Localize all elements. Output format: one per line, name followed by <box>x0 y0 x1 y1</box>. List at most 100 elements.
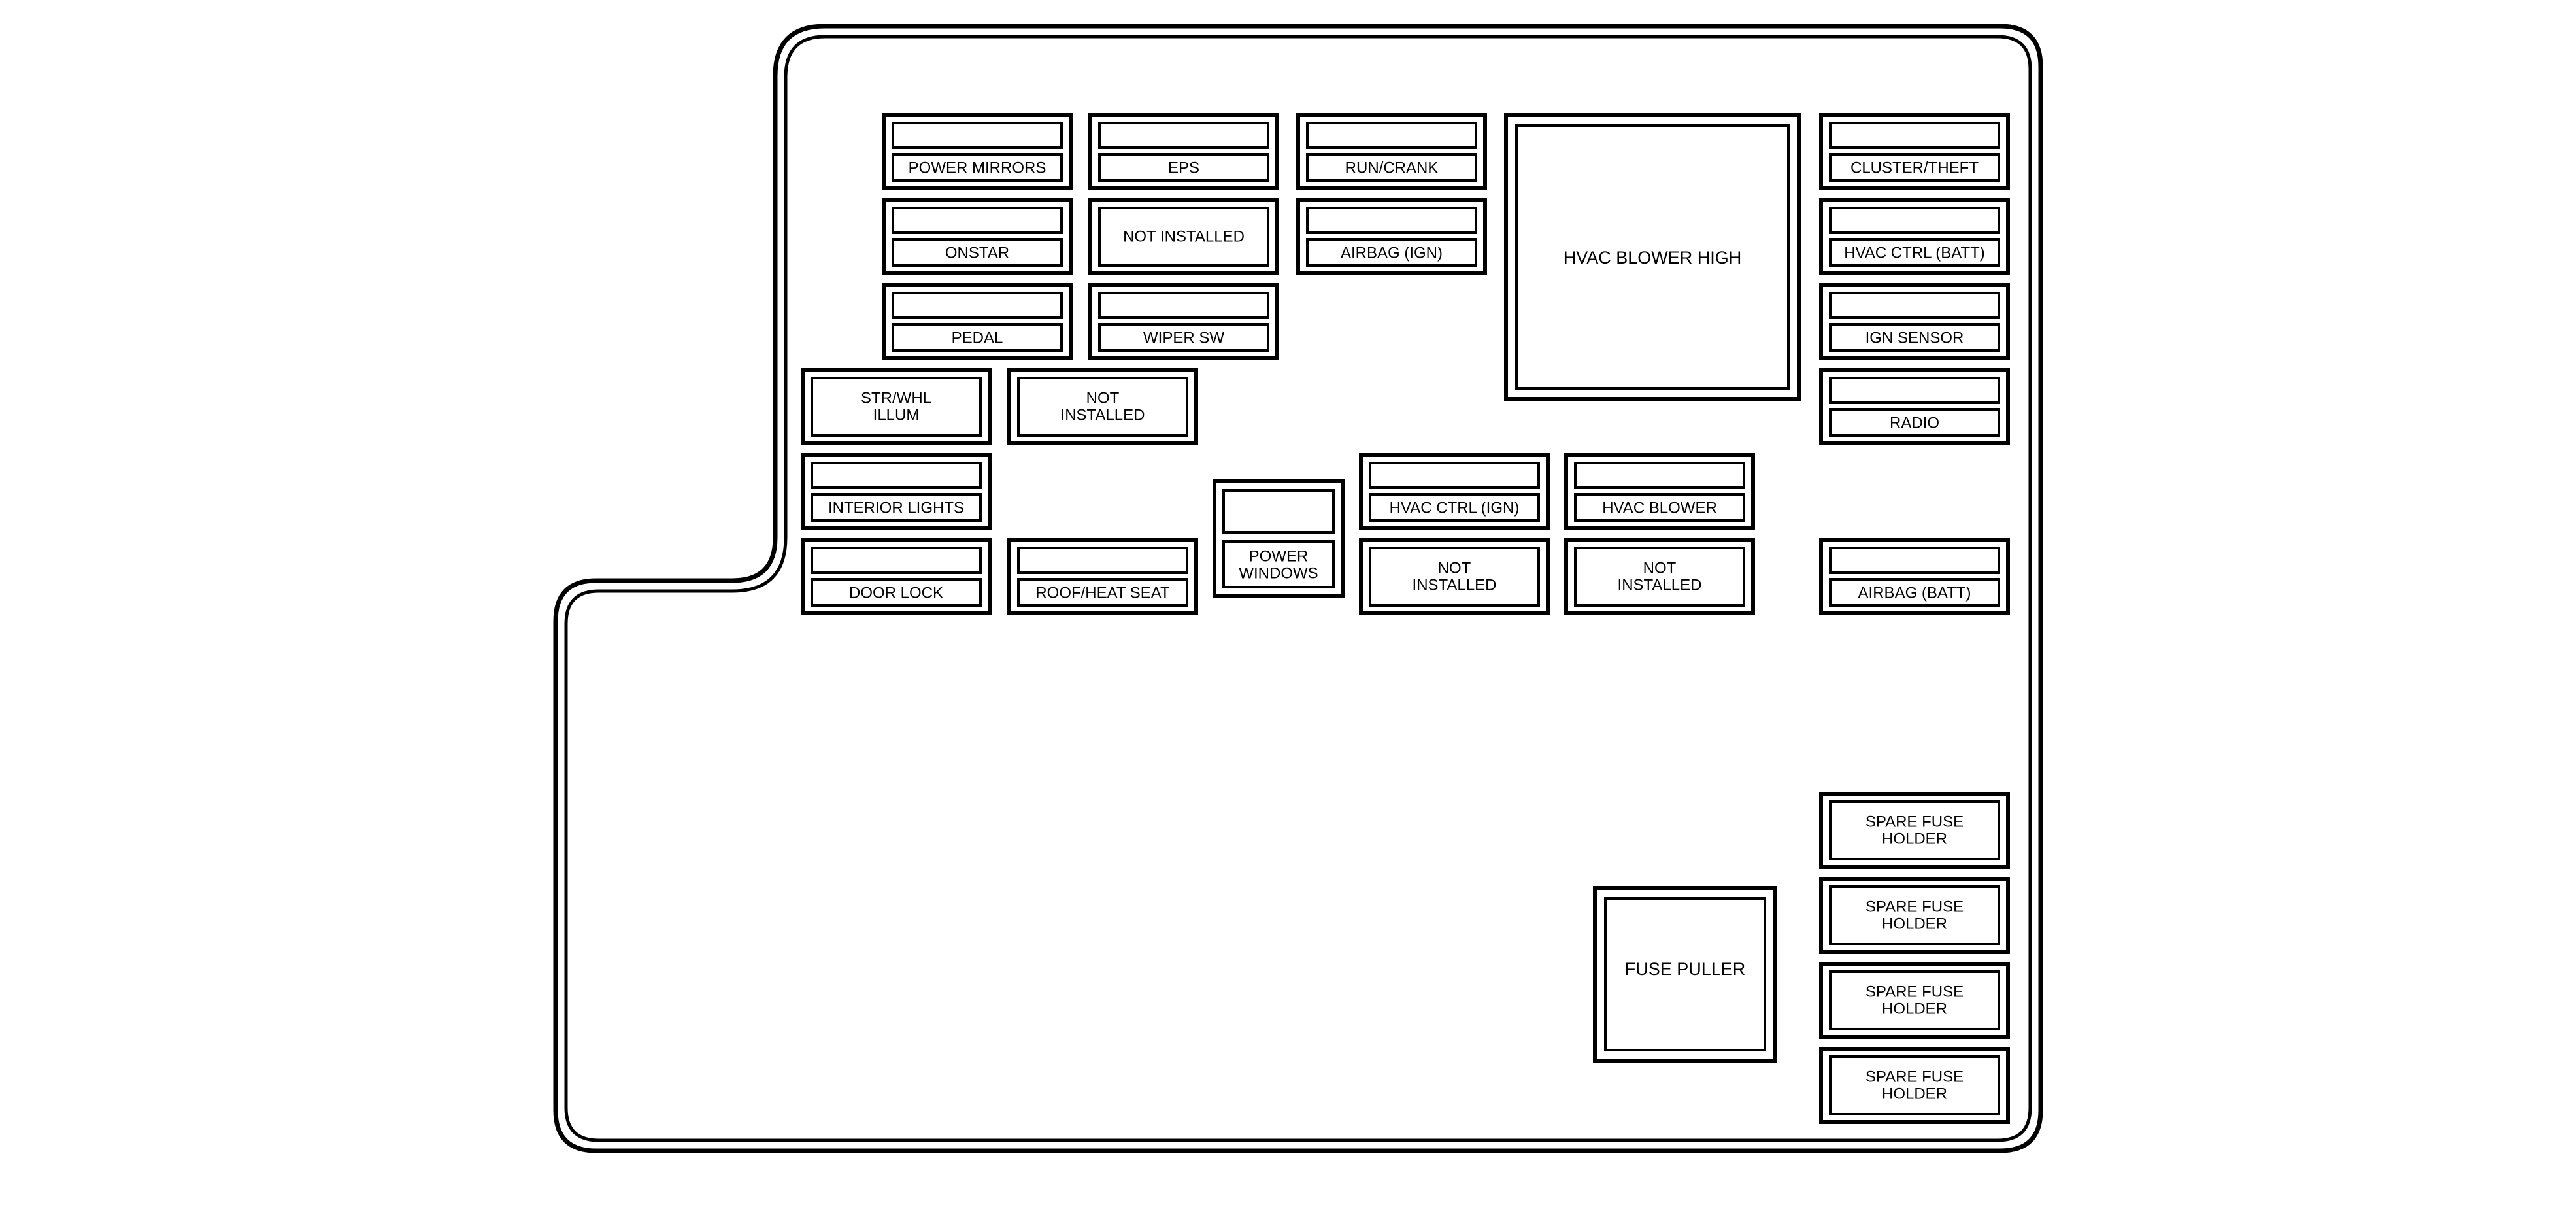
fuse-hvac-blower: HVAC BLOWER <box>1564 453 1755 530</box>
fuse-label: INTERIOR LIGHTS <box>828 500 964 517</box>
fuse-label-line-1: SPARE FUSE <box>1865 1068 1964 1086</box>
fuse-outer-frame <box>1359 453 1550 530</box>
fuse-label: POWER MIRRORS <box>909 160 1046 177</box>
fuse-eps: EPS <box>1088 113 1279 190</box>
fuse-label-slot <box>811 493 982 522</box>
fuse-label-slot <box>1829 578 2000 607</box>
fuse-power-mirrors: POWER MIRRORS <box>882 113 1073 190</box>
fuse-label-line-2: INSTALLED <box>1618 577 1702 594</box>
fuse-label: AIRBAG (IGN) <box>1341 245 1443 262</box>
fuse-label-slot <box>1017 578 1188 607</box>
fuse-label-slot <box>892 153 1063 182</box>
fuse-label-slot <box>1574 493 1745 522</box>
fuse-label: AIRBAG (BATT) <box>1858 585 1971 602</box>
fuse-puller-label: FUSE PULLER <box>1625 959 1746 979</box>
fuse-outer-frame <box>882 283 1073 360</box>
fuse-empty-slot <box>1829 547 2000 574</box>
fuse-label-slot <box>1098 153 1269 182</box>
fuse-label-slot <box>892 323 1063 352</box>
fuse-empty-slot <box>811 547 982 574</box>
fuse-inner-frame <box>1098 207 1269 267</box>
fuse-outer-frame <box>1819 962 2010 1039</box>
fuse-label: ONSTAR <box>945 245 1009 262</box>
fuse-outer-frame <box>1819 538 2010 615</box>
fuse-outer-frame <box>1359 538 1550 615</box>
fuse-airbag-ign: AIRBAG (IGN) <box>1296 198 1487 275</box>
fuse-outer-frame <box>801 368 992 445</box>
fuse-inner-frame <box>811 377 982 437</box>
fuse-interior-lights: INTERIOR LIGHTS <box>801 453 992 530</box>
fuse-outer-frame <box>1088 198 1279 275</box>
fuse-label: RADIO <box>1890 415 1939 432</box>
fuse-label-line-2: INSTALLED <box>1061 407 1145 424</box>
fuse-cluster-theft: CLUSTER/THEFT <box>1819 113 2010 190</box>
fuse-label-line-1: NOT <box>1643 560 1677 577</box>
fuse-label-line-2: ILLUM <box>873 407 920 424</box>
fuse-label-slot <box>1306 238 1477 267</box>
fuse-outer-frame <box>1819 877 2010 954</box>
fuse-empty-slot <box>1829 377 2000 404</box>
fuse-block-outline-inner <box>564 35 2032 1142</box>
fuse-empty-slot <box>1306 207 1477 234</box>
fuse-hvac-ctrl-batt: HVAC CTRL (BATT) <box>1819 198 2010 275</box>
fuse-run-crank: RUN/CRANK <box>1296 113 1487 190</box>
fuse-label: WIPER SW <box>1143 330 1224 347</box>
fuse-outer-frame <box>1088 113 1279 190</box>
fuse-label: IGN SENSOR <box>1865 330 1964 347</box>
fuse-label: HVAC BLOWER <box>1602 500 1717 517</box>
fuse-label: RUN/CRANK <box>1345 160 1439 177</box>
fuse-door-lock: DOOR LOCK <box>801 538 992 615</box>
fuse-outer-frame <box>1819 113 2010 190</box>
fuse-airbag-batt: AIRBAG (BATT) <box>1819 538 2010 615</box>
fuse-empty-slot <box>1829 207 2000 234</box>
fuse-outer-frame <box>1564 453 1755 530</box>
fuse-empty-slot <box>1017 547 1188 574</box>
fuse-label: HVAC CTRL (IGN) <box>1390 500 1520 517</box>
fuse-outer-frame <box>882 113 1073 190</box>
fuse-empty-slot <box>1574 462 1745 489</box>
fuse-label-slot <box>1829 323 2000 352</box>
fuse-label: NOT INSTALLED <box>1123 228 1245 246</box>
fuse-label: EPS <box>1168 160 1199 177</box>
fuse-inner-frame <box>1829 970 2000 1030</box>
fuse-label-slot <box>892 238 1063 267</box>
fuse-label-line-1: SPARE FUSE <box>1865 813 1964 831</box>
fuse-label-slot <box>1098 323 1269 352</box>
fuse-power-windows: POWER WINDOWS <box>1213 479 1345 598</box>
fuse-label-line-2: HOLDER <box>1882 830 1947 848</box>
fuse-label-line-1: POWER <box>1249 548 1309 566</box>
fuse-inner-frame <box>1369 547 1540 607</box>
fuse-label-slot <box>811 578 982 607</box>
fuse-wiper-sw: WIPER SW <box>1088 283 1279 360</box>
fuse-label-slot <box>1829 408 2000 437</box>
fuse-label-slot <box>1369 493 1540 522</box>
fuse-outer-frame <box>1564 538 1755 615</box>
fuse-puller: FUSE PULLER <box>1593 886 1777 1062</box>
fuse-label-line-2: HOLDER <box>1882 1085 1947 1103</box>
relay-hvac-blower-high: HVAC BLOWER HIGH <box>1504 113 1801 401</box>
fuse-label-line-2: HOLDER <box>1882 915 1947 933</box>
fuse-outer-frame <box>1819 1047 2010 1124</box>
fuse-label-slot <box>1829 238 2000 267</box>
fuse-onstar: ONSTAR <box>882 198 1073 275</box>
fuse-label-line-1: STR/WHL <box>861 390 931 407</box>
fuse-inner-frame <box>1829 1055 2000 1115</box>
fuse-outer-frame <box>1819 198 2010 275</box>
fuse-label: CLUSTER/THEFT <box>1850 160 1979 177</box>
fuse-outer-frame <box>1819 283 2010 360</box>
fuse-label-line-1: SPARE FUSE <box>1865 898 1964 916</box>
fuse-empty-slot <box>1098 122 1269 149</box>
fuse-label-line-2: HOLDER <box>1882 1000 1947 1018</box>
fuse-outer-frame <box>1007 368 1198 445</box>
fuse-label-line-2: INSTALLED <box>1413 577 1497 594</box>
fuse-label-line-1: SPARE FUSE <box>1865 983 1964 1001</box>
fuse-label: HVAC CTRL (BATT) <box>1844 245 1985 262</box>
fuse-outer-frame <box>882 198 1073 275</box>
fuse-hvac-ctrl-ign: HVAC CTRL (IGN) <box>1359 453 1550 530</box>
fuse-label: PEDAL <box>952 330 1003 347</box>
